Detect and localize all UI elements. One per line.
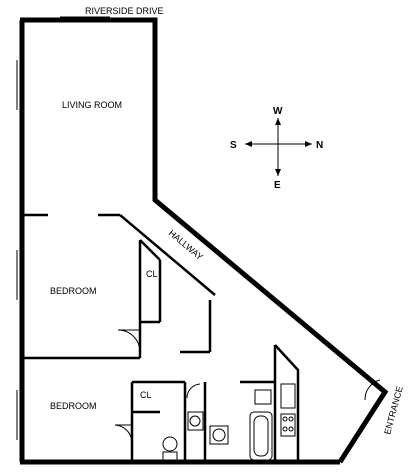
doors [114, 329, 381, 443]
closet-1-label: CL [146, 269, 158, 279]
bedroom-1-label: BEDROOM [50, 286, 97, 296]
closet-2-label: CL [140, 390, 152, 400]
compass-south: S [230, 140, 237, 151]
fridge [280, 383, 296, 409]
compass-east: E [274, 180, 281, 191]
interior-walls [22, 213, 300, 462]
compass: W S N E [230, 106, 323, 191]
windows [16, 16, 110, 440]
fixtures [162, 383, 296, 461]
stove [280, 413, 296, 437]
compass-north: N [316, 140, 323, 151]
living-room-label: LIVING ROOM [62, 100, 122, 110]
street-label: RIVERSIDE DRIVE [85, 6, 164, 16]
toilet [162, 436, 178, 452]
compass-west: W [273, 106, 283, 117]
hallway-label: HALLWAY [167, 228, 205, 262]
bedroom-2-label: BEDROOM [50, 401, 97, 411]
sink [254, 389, 272, 405]
outer-walls [19, 17, 389, 465]
